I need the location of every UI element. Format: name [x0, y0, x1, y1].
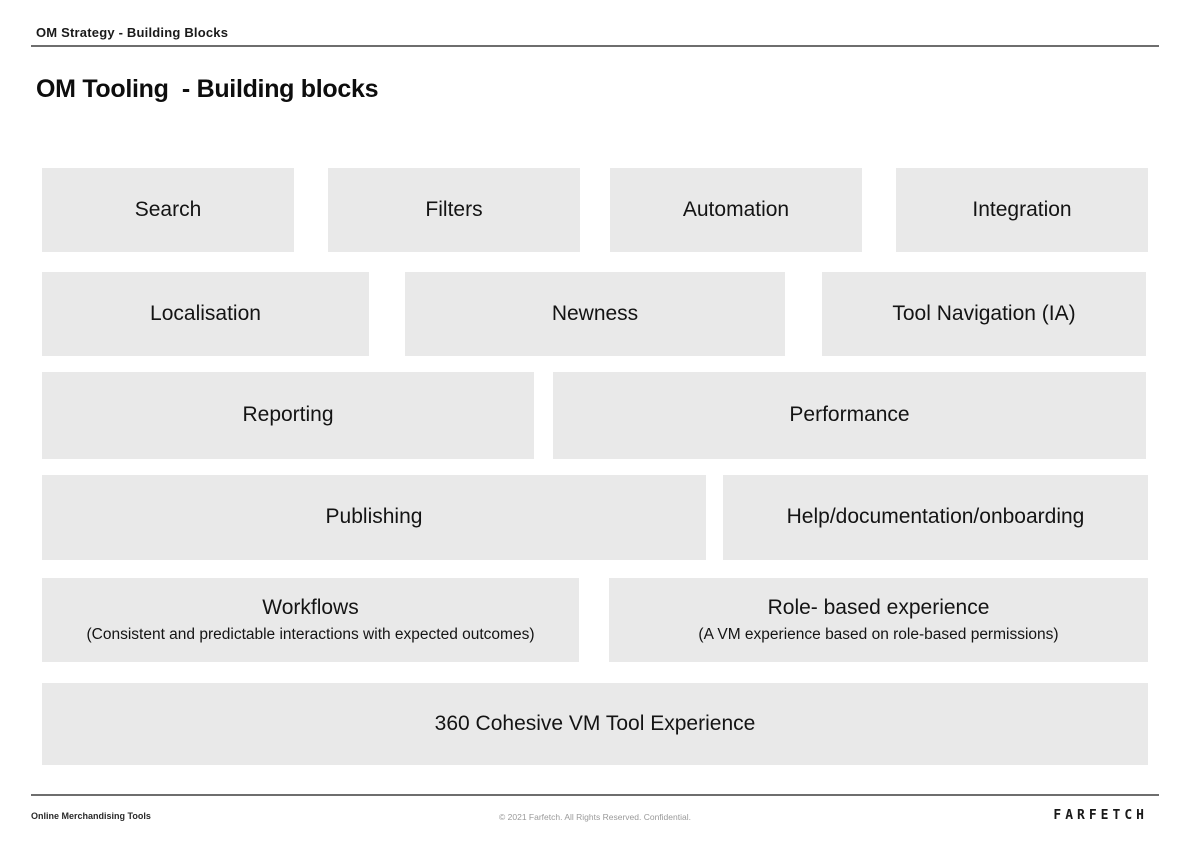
- block-localisation: Localisation: [42, 272, 369, 356]
- block-label: Integration: [972, 197, 1072, 221]
- footer-copyright: © 2021 Farfetch. All Rights Reserved. Co…: [499, 812, 691, 822]
- block-label: Performance: [789, 403, 910, 427]
- block-label: Search: [134, 197, 202, 221]
- block-label: Tool Navigation (IA): [892, 301, 1076, 325]
- block-automation: Automation: [610, 168, 862, 252]
- slide-eyebrow: OM Strategy - Building Blocks: [36, 25, 229, 40]
- block-label: Workflows: [262, 596, 359, 620]
- block-workflows: Workflows (Consistent and predictable in…: [42, 578, 579, 662]
- block-integration: Integration: [896, 168, 1148, 252]
- block-newness: Newness: [405, 272, 785, 356]
- block-label: Automation: [682, 197, 790, 221]
- footer-product-name: Online Merchandising Tools: [31, 811, 151, 821]
- block-sublabel: (Consistent and predictable interactions…: [86, 626, 535, 644]
- block-label: Newness: [551, 301, 639, 325]
- block-label: Role- based experience: [767, 596, 990, 620]
- block-sublabel: (A VM experience based on role-based per…: [698, 626, 1059, 644]
- farfetch-logo: FARFETCH: [1053, 808, 1148, 823]
- block-tool-navigation: Tool Navigation (IA): [822, 272, 1146, 356]
- block-label: Filters: [425, 197, 483, 221]
- block-search: Search: [42, 168, 294, 252]
- block-label: Publishing: [325, 505, 423, 529]
- block-help-documentation-onboarding: Help/documentation/onboarding: [723, 475, 1148, 560]
- block-performance: Performance: [553, 372, 1146, 459]
- block-role-based-experience: Role- based experience (A VM experience …: [609, 578, 1148, 662]
- block-label: Help/documentation/onboarding: [786, 505, 1085, 529]
- block-label: Localisation: [150, 301, 261, 325]
- block-publishing: Publishing: [42, 475, 706, 560]
- block-label: 360 Cohesive VM Tool Experience: [434, 711, 756, 735]
- top-divider: [31, 45, 1159, 47]
- block-label: Reporting: [242, 403, 334, 427]
- block-filters: Filters: [328, 168, 580, 252]
- block-360-cohesive-vm-tool-experience: 360 Cohesive VM Tool Experience: [42, 683, 1148, 765]
- bottom-divider: [31, 794, 1159, 796]
- page-title: OM Tooling - Building blocks: [36, 75, 379, 103]
- block-reporting: Reporting: [42, 372, 534, 459]
